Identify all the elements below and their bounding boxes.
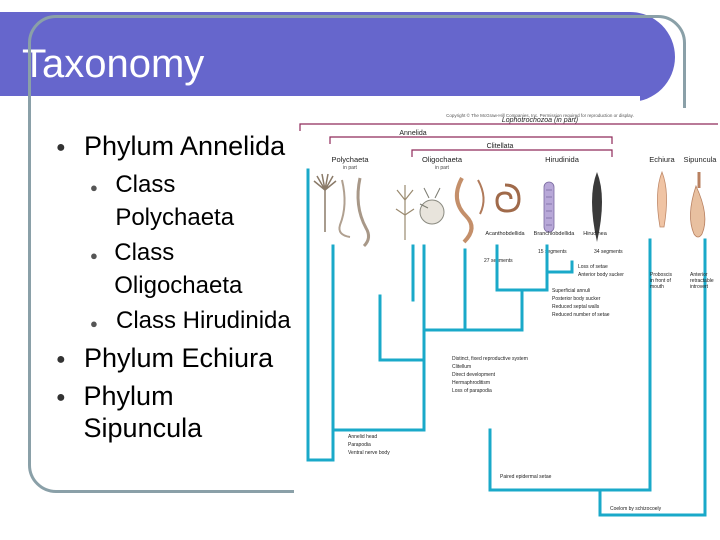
sub-bullet-label: Class Hirudinida: [116, 307, 291, 334]
bullet-icon: ●: [90, 248, 98, 263]
hirudinea-leech-icon: [592, 172, 602, 242]
taxon-note: in part: [343, 165, 358, 171]
trait-label: Reduced number of setae: [552, 312, 610, 318]
trait-label: Ventral nerve body: [348, 450, 390, 456]
subtaxon-branchiobdellida: Branchiobdellida: [534, 231, 576, 237]
taxon-note: in part: [435, 165, 450, 171]
trait-label: retractable: [690, 278, 714, 284]
acanthobdellida-leech-icon: [495, 183, 521, 213]
bullet-annelida: ● Phylum Annelida: [56, 130, 296, 164]
trait-label: Loss of setae: [578, 264, 608, 270]
trait-label: Direct development: [452, 372, 496, 378]
cladogram-tree: [306, 168, 707, 517]
segment-label: 27 segments: [484, 258, 513, 264]
trait-label: Clitellum: [452, 364, 471, 370]
trait-label: Proboscis: [650, 272, 672, 278]
sub-bullet-label: Class Oligochaeta: [114, 239, 243, 299]
trait-label: Loss of parapodia: [452, 388, 492, 394]
subtaxon-acanthobdellida: Acanthobdellida: [485, 231, 525, 237]
bullet-icon: ●: [56, 389, 66, 406]
clade-brackets: [299, 123, 718, 157]
trait-labels: Loss of setae Anterior body sucker Super…: [348, 264, 714, 512]
sub-bullet-hirudinida: ● Class Hirudinida: [90, 304, 296, 340]
trait-label: Anterior body sucker: [578, 272, 624, 278]
clade-annelida: Annelida: [399, 130, 426, 137]
trait-label: Annelid head: [348, 434, 377, 440]
sipunculan-icon: [690, 184, 706, 238]
trait-label: Coelom by schizocoely: [610, 506, 662, 512]
taxon-oligochaeta: Oligochaeta: [422, 155, 463, 164]
title-underline: [0, 96, 640, 102]
segment-label: 15 segments: [538, 249, 567, 255]
trait-label: Reduced septal walls: [552, 304, 600, 310]
branchiobdellida-worm-icon: [543, 181, 555, 233]
oligochaete-earthworm-icon: [454, 177, 474, 244]
figure-background: [294, 108, 718, 520]
clade-clitellata: Clitellata: [487, 143, 514, 150]
trait-label: introvert: [690, 284, 709, 290]
trait-label: Paired epidermal setae: [500, 474, 552, 480]
bullet-icon: ●: [56, 351, 66, 368]
taxon-sipuncula: Sipuncula: [684, 155, 718, 164]
worm-segments-icon: [546, 189, 552, 226]
bullet-echiura: ● Phylum Echiura: [56, 342, 296, 376]
sub-bullet-oligochaeta: ● Class Oligochaeta: [90, 236, 296, 302]
polychaete-tube-worm-icon: [313, 173, 337, 232]
bullet-label: Phylum Annelida: [84, 131, 286, 161]
trait-label: Parapodia: [348, 442, 371, 448]
polychaete-spiny-icon: [419, 187, 441, 209]
subtaxon-hirudinea: Hirudinea: [583, 231, 607, 237]
polychaete-branched-icon: [395, 185, 415, 240]
annelida-bracket: [329, 136, 613, 144]
clitellata-bracket: [411, 149, 613, 157]
trait-label: Posterior body sucker: [552, 296, 601, 302]
taxon-echiura: Echiura: [649, 155, 675, 164]
slide-title: Taxonomy: [22, 42, 205, 86]
bullet-icon: ●: [90, 316, 98, 331]
taxon-polychaeta: Polychaeta: [331, 155, 369, 164]
organism-illustrations: [313, 170, 706, 248]
trait-label: in front of: [650, 278, 671, 284]
taxon-hirudinida: Hirudinida: [545, 155, 580, 164]
sub-bullet-label: Class Polychaeta: [115, 171, 235, 231]
trait-label: Superficial annuli: [552, 288, 590, 294]
bullet-label: Phylum Sipuncula: [83, 381, 203, 443]
bullet-label: Phylum Echiura: [84, 343, 274, 373]
trait-label: Distinct, fixed reproductive system: [452, 356, 528, 362]
sub-bullet-polychaeta: ● Class Polychaeta: [90, 168, 296, 234]
cladogram-figure: Copyright © The McGraw-Hill Companies, I…: [294, 108, 718, 520]
echiuran-icon: [657, 170, 667, 228]
segment-label: 34 segments: [594, 249, 623, 255]
oligochaete-worm-icon: [477, 179, 485, 215]
bullet-list: ● Phylum Annelida ● Class Polychaeta ● C…: [56, 130, 296, 448]
polychaete-spiny-icon: [419, 199, 445, 225]
clade-lophotrochozoa: Lophotrochozoa (in part): [502, 117, 578, 124]
copyright-text: Copyright © The McGraw-Hill Companies, I…: [446, 112, 634, 118]
trait-label: Hermaphroditism: [452, 380, 490, 386]
title-bar: Taxonomy: [0, 12, 675, 102]
bullet-icon: ●: [90, 180, 98, 195]
lophotrochozoa-bracket: [299, 123, 718, 131]
trait-label: mouth: [650, 284, 664, 290]
bullet-icon: ●: [56, 139, 66, 156]
bullet-sipuncula: ● Phylum Sipuncula: [56, 380, 296, 444]
polychaete-worm-icon: [338, 179, 351, 238]
trait-label: Anterior: [690, 272, 708, 278]
polychaete-worm-icon: [356, 177, 371, 248]
